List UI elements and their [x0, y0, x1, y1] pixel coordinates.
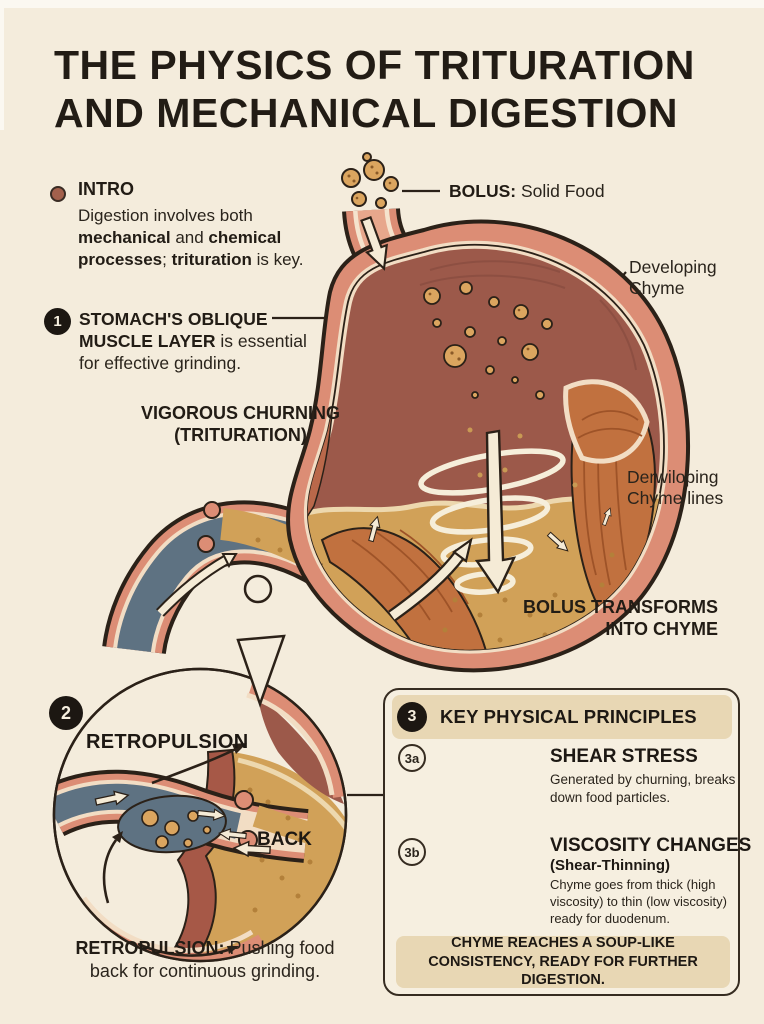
bolus-label: BOLUS: Solid Food — [449, 181, 605, 201]
panel-header-band — [392, 695, 732, 739]
shear-stress-title: SHEAR STRESS — [550, 746, 698, 767]
inset-retropulsion — [52, 667, 348, 963]
badge-3a: 3a — [398, 744, 426, 772]
intro-bullet-icon — [50, 186, 66, 202]
page-title: THE PHYSICS OF TRITURATION AND MECHANICA… — [54, 42, 719, 137]
viscosity-title: VISCOSITY CHANGES — [550, 835, 752, 856]
oblique-muscle-note: STOMACH'S OBLIQUE MUSCLE LAYER is essent… — [79, 309, 307, 374]
shear-stress-desc: Generated by churning, breaks down food … — [550, 772, 736, 805]
chyme-lines-label: Derwiloping Chyme lines — [627, 467, 724, 508]
stomach-body — [243, 214, 690, 673]
title-line2: AND MECHANICAL DIGESTION — [54, 89, 678, 136]
food-particles — [423, 281, 553, 400]
viscosity-desc: Chyme goes from thick (high viscosity) t… — [550, 877, 727, 926]
conclusion-banner: CHYME REACHES A SOUP-LIKE CONSISTENCY, R… — [396, 934, 730, 989]
step-2-badge: 2 — [49, 696, 83, 730]
bolus-cluster — [341, 152, 399, 209]
conclusion-banner-text: CHYME REACHES A SOUP-LIKE CONSISTENCY, R… — [428, 934, 698, 989]
title-line1: THE PHYSICS OF TRITURATION — [54, 42, 695, 88]
page-edge-left — [0, 0, 4, 130]
developing-chyme-label: Developing Chyme — [629, 257, 717, 298]
bolus-transforms-label: BOLUS TRANSFORMS INTO CHYME — [523, 597, 718, 639]
retropulsion-caption: RETROPULSION: Pushing food back for cont… — [75, 938, 335, 981]
step-1-badge: 1 — [44, 308, 71, 335]
panel-title: KEY PHYSICAL PRINCIPLES — [440, 706, 697, 727]
intro-paragraph: Digestion involves both mechanical and c… — [78, 206, 304, 269]
step-3-badge: 3 — [397, 702, 427, 732]
back-label: BACK — [257, 829, 312, 850]
intro-heading: INTRO — [78, 179, 134, 199]
retropulsion-arrow — [151, 746, 239, 785]
viscosity-subtitle: (Shear-Thinning) — [550, 857, 670, 874]
churning-label: VIGOROUS CHURNING (TRITURATION) — [140, 403, 340, 445]
callout-wedge — [236, 634, 286, 708]
badge-3b: 3b — [398, 838, 426, 866]
zoom-marker-circle — [243, 574, 273, 604]
page-edge-top — [0, 0, 764, 8]
retropulsion-title: RETROPULSION — [86, 731, 249, 753]
flow-arrows — [307, 429, 614, 622]
